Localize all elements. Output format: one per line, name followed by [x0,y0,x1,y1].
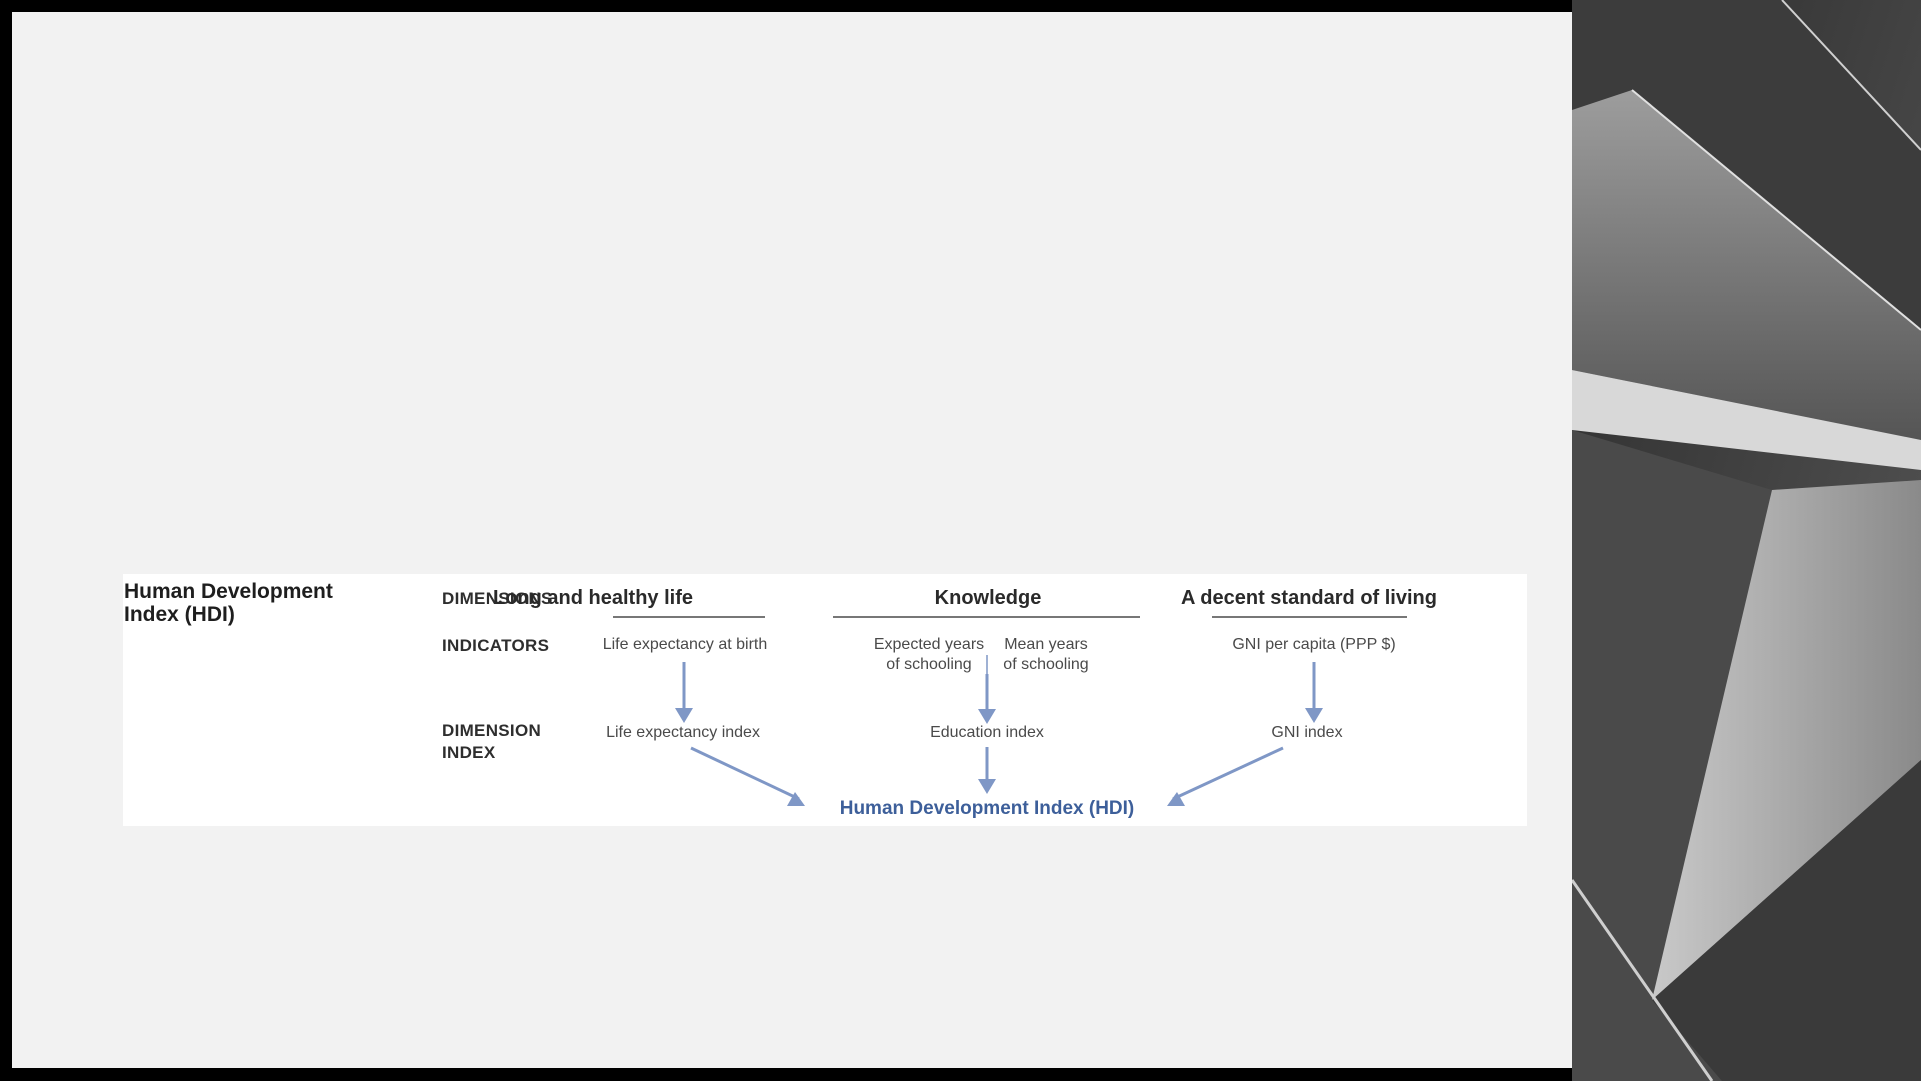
hdi-result: Human Development Index (HDI) [839,798,1135,819]
indicator-life-expectancy: Life expectancy at birth [602,636,768,653]
row-label-indicators: INDICATORS [442,636,550,655]
arrowhead-gni-index-to-hdi [1167,792,1185,806]
indicator-mean-years: Mean years of schooling [1003,635,1088,675]
row-label-dimension-index-line1: DIMENSION [442,721,542,740]
arrowhead-education-index-to-hdi [978,779,996,794]
dimension-knowledge: Knowledge [934,587,1042,609]
hdi-diagram: Human Development Index (HDI) DIMENSIONS… [123,574,1527,826]
arrow-life-index-to-hdi [690,746,800,801]
arrowhead-gni-to-index [1305,708,1323,723]
decorative-star-photo [1572,0,1921,1081]
row-label-dimensions: DIMENSIONS [442,589,553,608]
indicator-expected-years-line1: Expected years [873,636,985,653]
arrowhead-health-to-index [675,708,693,723]
indicator-mean-years-line1: Mean years [1004,636,1088,653]
arrow-gni-index-to-hdi [1172,746,1284,801]
arrowhead-life-index-to-hdi [787,792,805,806]
hdi-title: Human Development Index (HDI) [124,580,333,626]
indicator-mean-years-line2: of schooling [1003,656,1089,673]
indicator-expected-years-line2: of schooling [886,656,972,673]
slide: Human Development Index (HDI) DIMENSIONS… [12,12,1572,1068]
index-gni: GNI index [1271,724,1343,741]
arrowhead-knowledge-to-index [978,709,996,724]
star-photo-graphic [1572,0,1921,1081]
index-education: Education index [930,724,1044,741]
index-life-expectancy: Life expectancy index [606,724,760,741]
dimension-living-standard: A decent standard of living [1181,587,1437,609]
dimension-health: Long and healthy life [492,587,694,609]
indicator-expected-years: Expected years of schooling [874,635,984,675]
diagram-connectors [613,616,1407,806]
row-label-dimension-index-line2: INDEX [442,743,496,762]
indicator-gni-per-capita: GNI per capita (PPP $) [1232,636,1396,653]
